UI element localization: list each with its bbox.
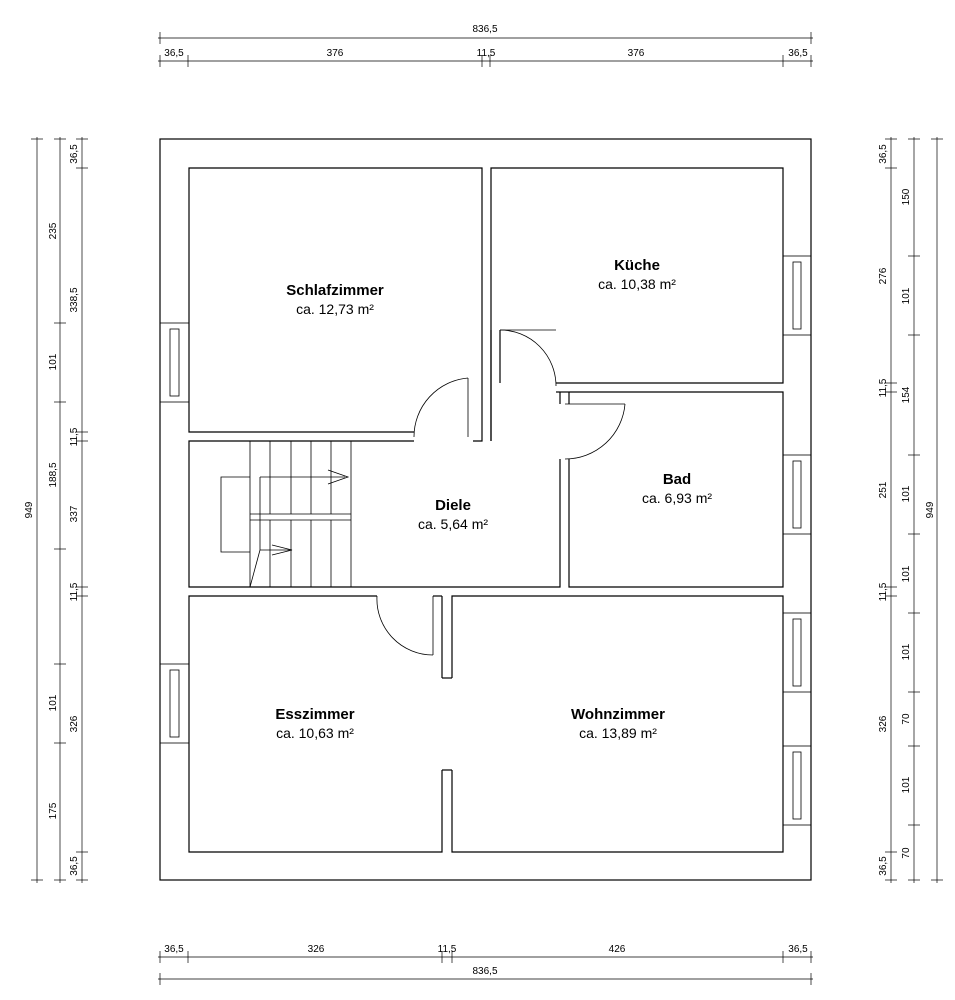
dim-left-outer-5: 175 — [48, 802, 59, 819]
dim-right-outer-9: 70 — [901, 847, 912, 859]
dim-right-inner-3: 11,5 — [878, 378, 889, 397]
dim-right-outer-8: 101 — [901, 776, 912, 793]
dim-right-inner-2: 276 — [878, 267, 889, 284]
room-name-diele: Diele — [435, 497, 471, 514]
dimension-left: 949 235 101 188,5 101 175 36,5 338,5 11,… — [24, 137, 88, 883]
window-kueche — [782, 255, 812, 336]
walls — [159, 138, 812, 881]
dim-top-2: 376 — [327, 48, 344, 59]
dim-left-outer-1: 235 — [48, 222, 59, 239]
dim-left-inner-4: 337 — [69, 505, 80, 522]
dim-left-outer-3: 188,5 — [48, 462, 59, 487]
dimension-top: 836,5 36,5 376 11,5 376 36,5 — [158, 24, 813, 67]
dim-right-outer-3: 154 — [901, 386, 912, 403]
room-name-bad: Bad — [663, 471, 691, 488]
room-area-esszimmer: ca. 10,63 m² — [276, 725, 354, 741]
dim-left-outer-4: 101 — [48, 694, 59, 711]
window-wohnzimmer-2 — [782, 745, 812, 826]
room-area-schlafzimmer: ca. 12,73 m² — [296, 301, 374, 317]
dim-top-3: 11,5 — [477, 48, 496, 59]
dim-right-outer-2: 101 — [901, 287, 912, 304]
dim-bottom-4: 426 — [609, 944, 626, 955]
dim-left-inner-3: 11,5 — [69, 427, 80, 446]
room-area-kueche: ca. 10,38 m² — [598, 276, 676, 292]
dim-right-inner-6: 326 — [878, 715, 889, 732]
room-name-schlafzimmer: Schlafzimmer — [286, 282, 384, 299]
windows — [159, 255, 812, 826]
room-labels: Schlafzimmer ca. 12,73 m² Küche ca. 10,3… — [275, 257, 712, 741]
dim-right-outer-4: 101 — [901, 485, 912, 502]
room-area-wohnzimmer: ca. 13,89 m² — [579, 725, 657, 741]
dim-right-outer-1: 150 — [901, 188, 912, 205]
dim-right-inner-5: 11,5 — [878, 582, 889, 601]
room-name-wohnzimmer: Wohnzimmer — [571, 706, 665, 723]
room-area-diele: ca. 5,64 m² — [418, 516, 488, 532]
window-esszimmer — [159, 663, 190, 744]
dim-bottom-2: 326 — [308, 944, 325, 955]
dim-right-outer-7: 70 — [901, 713, 912, 725]
door-esszimmer — [376, 595, 434, 656]
dim-right-outer-5: 101 — [901, 565, 912, 582]
dim-right-inner-4: 251 — [878, 481, 889, 498]
dim-bottom-5: 36,5 — [788, 944, 808, 955]
dim-left-inner-7: 36,5 — [69, 856, 80, 876]
dim-bottom-total: 836,5 — [472, 966, 497, 977]
window-schlafzimmer — [159, 322, 190, 403]
dim-left-inner-2: 338,5 — [69, 287, 80, 312]
door-bad — [564, 403, 626, 460]
dim-left-inner-5: 11,5 — [69, 582, 80, 601]
window-bad — [782, 454, 812, 535]
dim-left-inner-1: 36,5 — [69, 144, 80, 164]
room-name-kueche: Küche — [614, 257, 660, 274]
doors — [376, 329, 626, 656]
dim-right-inner-7: 36,5 — [878, 856, 889, 876]
door-schlafzimmer — [413, 377, 469, 438]
window-wohnzimmer-1 — [782, 612, 812, 693]
dim-left-inner-6: 326 — [69, 715, 80, 732]
staircase — [220, 440, 352, 588]
dim-top-total: 836,5 — [472, 24, 497, 35]
dim-left-outer-2: 101 — [48, 353, 59, 370]
dim-right-outer-6: 101 — [901, 643, 912, 660]
dim-bottom-1: 36,5 — [164, 944, 184, 955]
dim-top-5: 36,5 — [788, 48, 808, 59]
door-kueche — [499, 329, 557, 387]
room-area-bad: ca. 6,93 m² — [642, 490, 712, 506]
dimension-right: 36,5 276 11,5 251 11,5 326 36,5 150 101 … — [878, 137, 943, 883]
dim-top-1: 36,5 — [164, 48, 184, 59]
dim-right-inner-1: 36,5 — [878, 144, 889, 164]
dim-left-total: 949 — [24, 501, 35, 518]
dim-right-total: 949 — [925, 501, 936, 518]
dim-bottom-3: 11,5 — [438, 944, 457, 955]
dim-top-4: 376 — [628, 48, 645, 59]
dimension-bottom: 36,5 326 11,5 426 36,5 836,5 — [158, 944, 813, 985]
room-name-esszimmer: Esszimmer — [275, 706, 354, 723]
